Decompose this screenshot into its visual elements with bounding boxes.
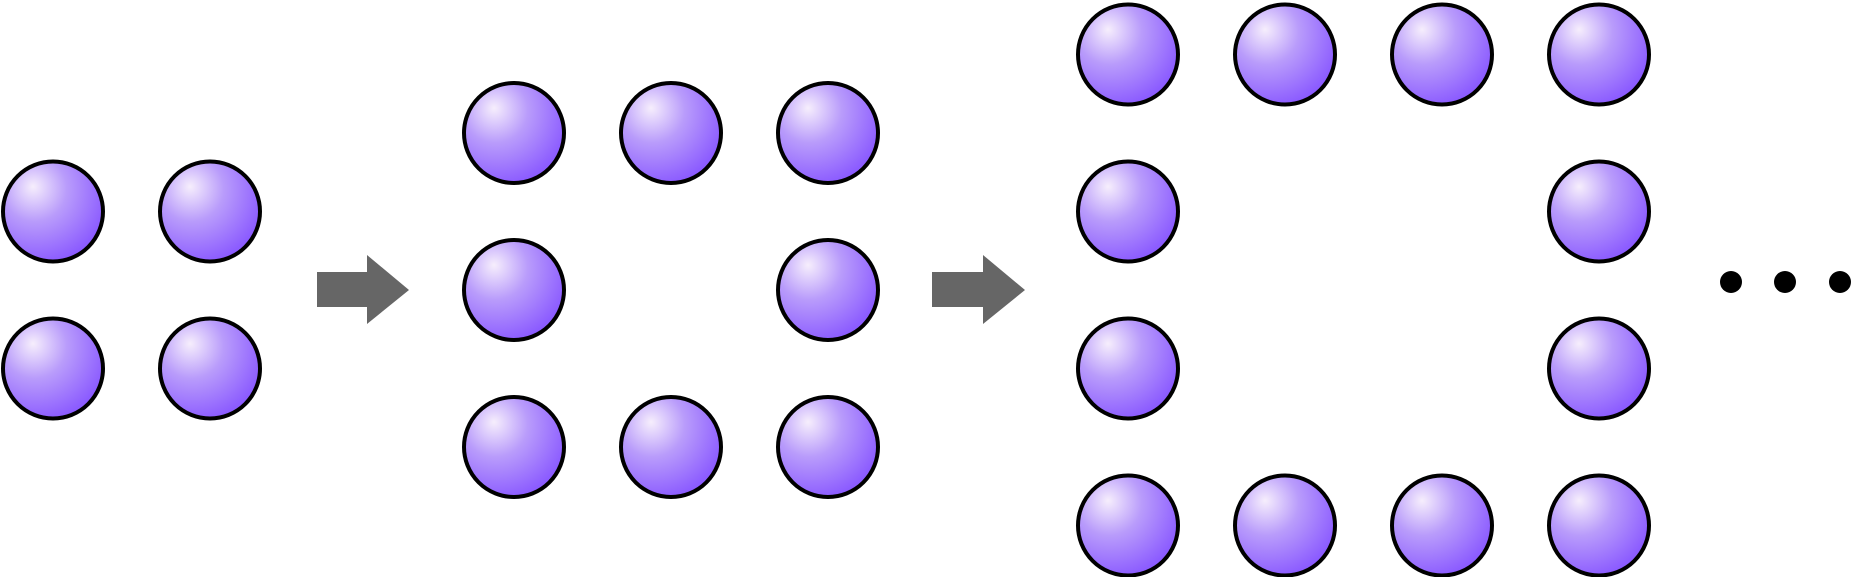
ellipsis-dot <box>1829 271 1851 293</box>
ball <box>1390 473 1494 577</box>
ball <box>619 81 723 185</box>
stage-1 <box>1 159 262 421</box>
ball <box>1076 473 1180 577</box>
ball <box>776 81 880 185</box>
ball <box>1 159 105 264</box>
ball <box>1547 2 1651 107</box>
stage-2 <box>462 81 880 499</box>
ball <box>1076 316 1180 421</box>
ball <box>1390 2 1494 107</box>
ball <box>158 159 262 264</box>
ball <box>462 81 566 185</box>
ball <box>1233 473 1337 577</box>
ball <box>619 395 723 499</box>
ellipsis-dot <box>1774 271 1796 293</box>
ball <box>1076 2 1180 107</box>
arrow-right-icon <box>317 255 409 324</box>
ball <box>1233 2 1337 107</box>
stage-3 <box>1076 2 1651 577</box>
ball <box>158 316 262 421</box>
ball <box>1076 159 1180 264</box>
ball <box>1547 316 1651 421</box>
ball <box>462 395 566 499</box>
arrow-right-icon <box>932 255 1025 324</box>
ball <box>462 238 566 342</box>
ball <box>1547 159 1651 264</box>
ball <box>1 316 105 421</box>
ellipsis-icon <box>1720 271 1851 293</box>
ball <box>776 395 880 499</box>
ellipsis-dot <box>1720 271 1742 293</box>
ball <box>1547 473 1651 577</box>
ball <box>776 238 880 342</box>
